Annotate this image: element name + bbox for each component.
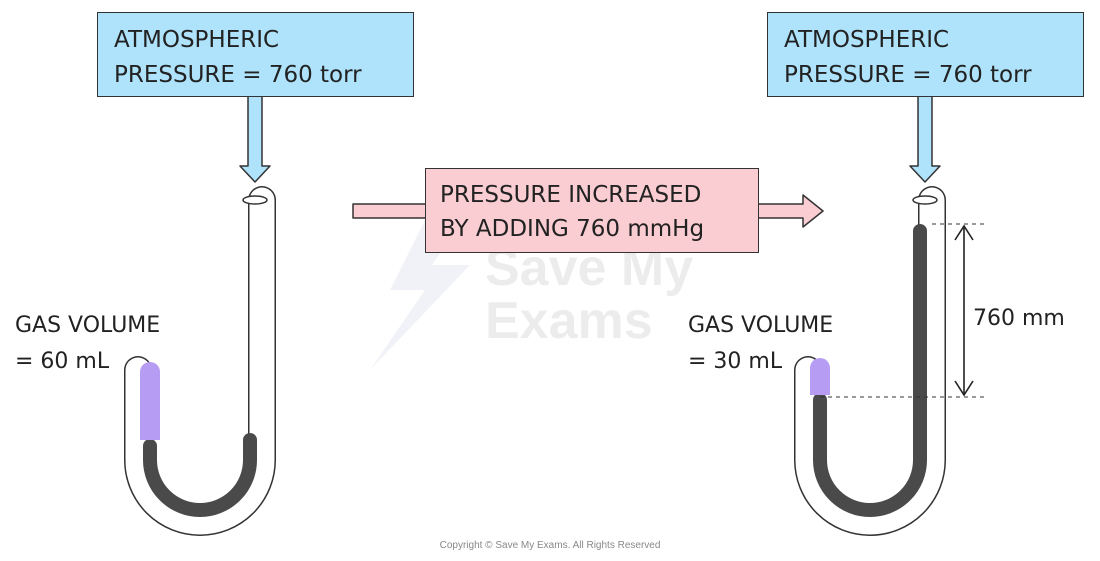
pressure-increase-box: PRESSURE INCREASED BY ADDING 760 mmHg xyxy=(425,168,759,253)
atmospheric-label-right-line2: PRESSURE = 760 torr xyxy=(784,62,1032,88)
atmospheric-label-left-line1: ATMOSPHERIC xyxy=(114,27,280,53)
atmospheric-label-left-line2: PRESSURE = 760 torr xyxy=(114,62,362,88)
gas-right xyxy=(810,358,830,395)
u-tube-left xyxy=(124,186,276,536)
atmospheric-label-right-line1: ATMOSPHERIC xyxy=(784,27,950,53)
copyright-text: Copyright © Save My Exams. All Rights Re… xyxy=(439,540,661,551)
watermark-logo-icon xyxy=(370,210,470,370)
gas-volume-left-line2: = 60 mL xyxy=(15,349,110,374)
gas-volume-right-line1: GAS VOLUME xyxy=(688,313,834,338)
atmosphere-arrow-right xyxy=(909,95,941,183)
gas-volume-left-line1: GAS VOLUME xyxy=(15,313,161,338)
gas-volume-label-left: GAS VOLUME = 60 mL xyxy=(15,308,160,380)
u-tube-right xyxy=(794,186,946,536)
atmospheric-pressure-box-left: ATMOSPHERIC PRESSURE = 760 torr xyxy=(97,12,414,97)
gas-left xyxy=(140,362,160,440)
atmosphere-arrow-left xyxy=(239,95,271,183)
pressure-increase-line2: BY ADDING 760 mmHg xyxy=(440,216,705,242)
gas-volume-label-right: GAS VOLUME = 30 mL xyxy=(688,308,833,380)
gas-volume-right-line2: = 30 mL xyxy=(688,349,783,374)
watermark-line-2: Exams xyxy=(485,292,653,350)
mercury-left xyxy=(143,433,257,517)
pressure-increase-line1: PRESSURE INCREASED xyxy=(440,182,702,208)
height-label: 760 mm xyxy=(973,306,1065,331)
mercury-right xyxy=(813,224,927,517)
height-dimension-arrow xyxy=(954,224,974,397)
atmospheric-pressure-box-right: ATMOSPHERIC PRESSURE = 760 torr xyxy=(767,12,1084,97)
